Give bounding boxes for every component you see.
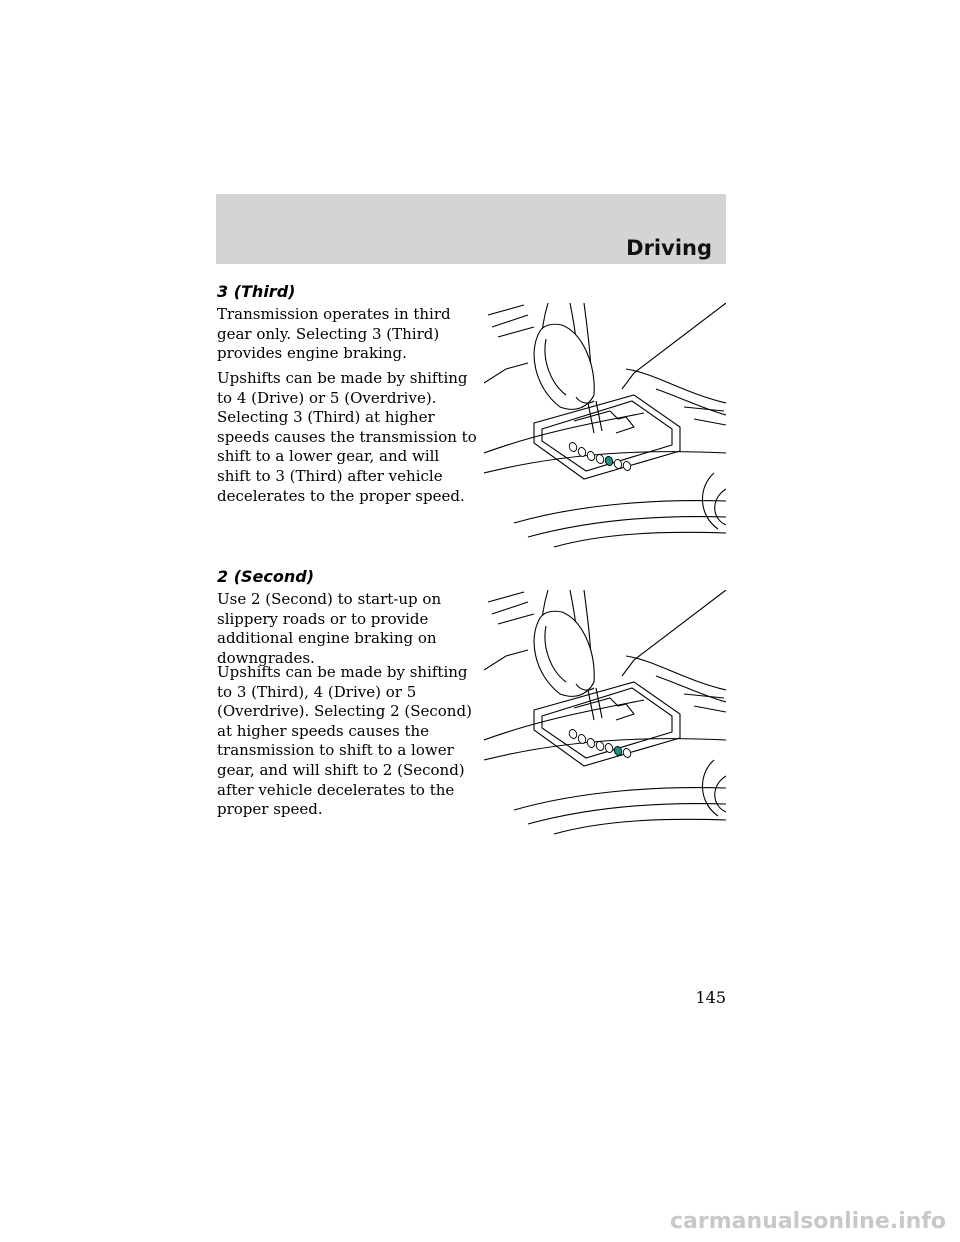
section-header-band: Driving bbox=[216, 194, 726, 264]
watermark: carmanualsonline.info bbox=[670, 1209, 946, 1234]
section-title: Driving bbox=[626, 236, 712, 260]
third-paragraph-1: Transmission operates in third gear only… bbox=[217, 305, 451, 363]
gear-shifter-illustration-third bbox=[484, 303, 726, 548]
page-number: 145 bbox=[695, 988, 726, 1007]
heading-third: 3 (Third) bbox=[217, 282, 296, 301]
second-paragraph-2: Upshifts can be made by shifting to 3 (T… bbox=[217, 663, 472, 819]
second-paragraph-1: Use 2 (Second) to start-up on slippery r… bbox=[217, 590, 442, 667]
gear-shifter-illustration-second bbox=[484, 590, 726, 835]
heading-second: 2 (Second) bbox=[217, 567, 315, 586]
third-paragraph-2: Upshifts can be made by shifting to 4 (D… bbox=[217, 369, 477, 505]
